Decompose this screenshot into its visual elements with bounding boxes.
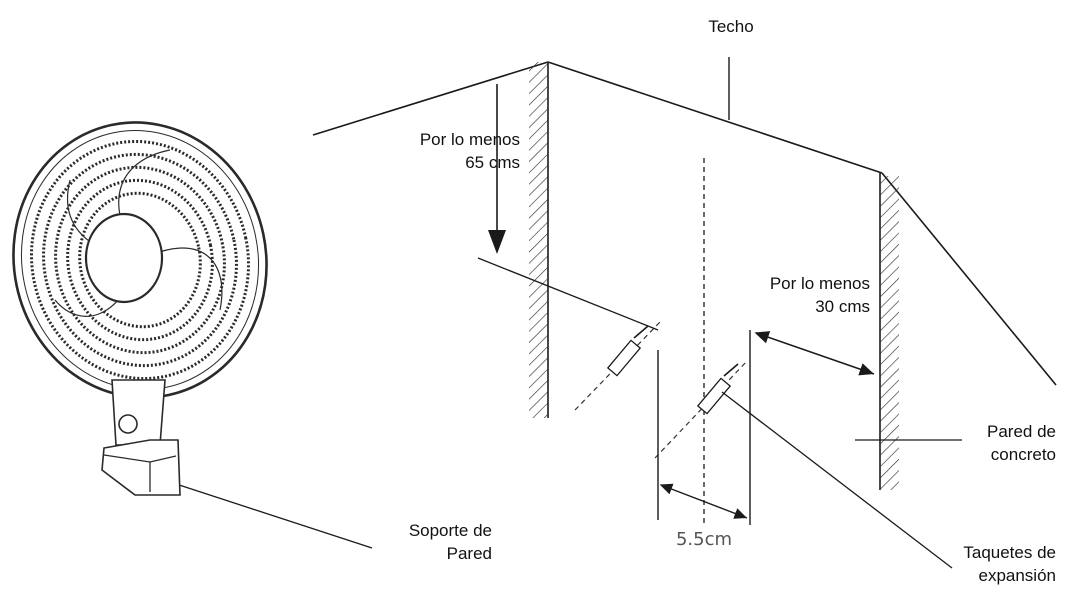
min-ceiling-label: Por lo menos 65 cms xyxy=(370,128,520,174)
ceiling-label: Techo xyxy=(708,17,754,36)
wall-bracket-line1: Soporte de xyxy=(408,521,492,540)
wall-bracket-label: Soporte de Pared xyxy=(362,519,492,565)
anchors-line2: expansión xyxy=(978,566,1056,585)
anchor-left xyxy=(574,321,661,411)
anchors-line1: Taquetes de xyxy=(963,543,1056,562)
mount-height-line xyxy=(477,257,659,331)
concrete-wall-line1: Pared de xyxy=(987,422,1056,441)
min-ceiling-line2: 65 cms xyxy=(465,153,520,172)
left-wall-hatch xyxy=(529,62,548,418)
wall-bracket-line2: Pared xyxy=(446,544,492,563)
min-wall-line1: Por lo menos xyxy=(769,274,870,293)
min-ceiling-line1: Por lo menos xyxy=(419,130,520,149)
concrete-wall-label: Pared de concreto xyxy=(920,420,1056,466)
anchors-label: Taquetes de expansión xyxy=(905,541,1056,587)
bracket-leader xyxy=(169,481,373,549)
right-wall-hatch xyxy=(880,176,899,490)
anchor-spacing-label: 5.5cm xyxy=(675,529,733,550)
wall-clearance-dimension xyxy=(754,331,875,376)
spacing-dimension xyxy=(657,330,751,525)
anchors-leader xyxy=(721,391,953,569)
wall-fan xyxy=(12,121,268,496)
min-wall-line2: 30 cms xyxy=(815,297,870,316)
min-wall-label: Por lo menos 30 cms xyxy=(720,272,870,318)
anchor-right xyxy=(654,359,749,459)
min-ceiling-arrowhead xyxy=(488,230,506,254)
concrete-wall-line2: concreto xyxy=(990,445,1056,464)
